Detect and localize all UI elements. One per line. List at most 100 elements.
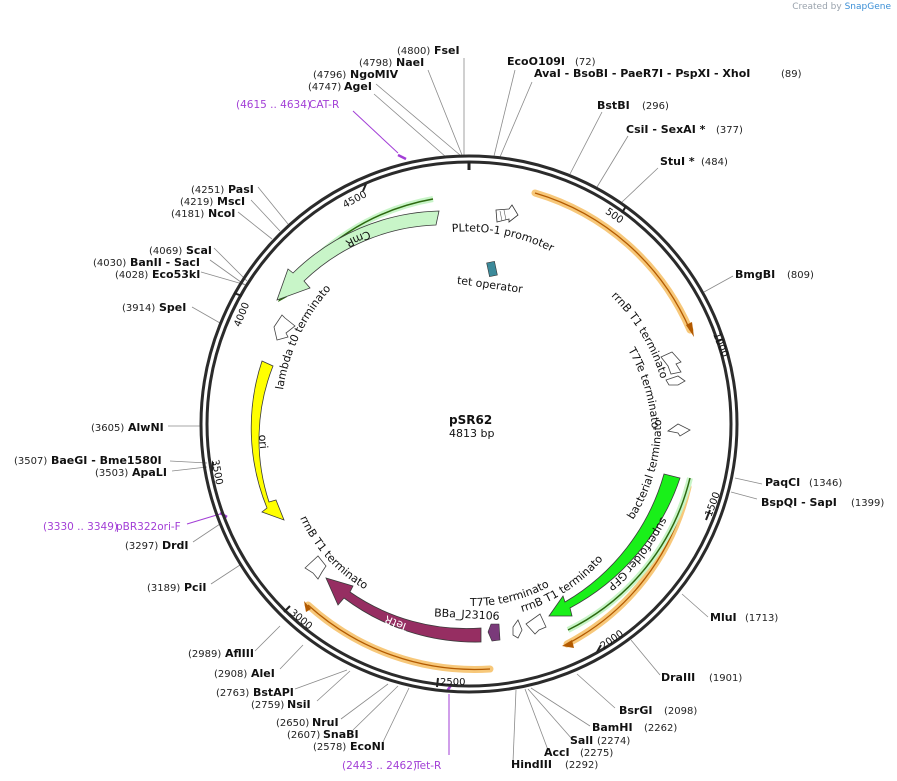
terminator-arrow-t7-top	[665, 375, 686, 386]
site-name: BsrGI	[619, 704, 652, 717]
site-name: BamHI	[592, 721, 633, 734]
site-pos: (296)	[642, 101, 669, 112]
tick-3500: 3500	[209, 459, 224, 486]
tick-2500: 2500	[440, 677, 465, 688]
site-pos: (2607)	[287, 730, 320, 741]
credit-prefix: Created by	[792, 2, 842, 12]
site-pos: (4796)	[313, 70, 346, 81]
feature-labels: PLtetO-1 promoter tet operator rrnB T1 t…	[0, 0, 671, 623]
svg-text:T7Te terminator: T7Te terminator	[0, 0, 551, 609]
site-pos: (2908)	[214, 669, 247, 680]
site-name: BmgBI	[735, 268, 775, 281]
site-pos: (3503)	[95, 468, 128, 479]
primer-name: Tet-R	[414, 760, 441, 772]
site-name: HindIII	[511, 758, 552, 771]
gfp-arrow	[548, 473, 681, 617]
site-name: BspQI - SapI	[761, 496, 837, 509]
site-pos: (1399)	[851, 498, 884, 509]
site-name: NaeI	[396, 56, 424, 69]
site-pos: (2578)	[313, 742, 346, 753]
site-pos: (2650)	[276, 718, 309, 729]
site-pos: (2292)	[565, 760, 598, 771]
tetr-arrow	[325, 577, 482, 643]
site-pos: (4798)	[359, 58, 392, 69]
site-name: NgoMIV	[350, 68, 399, 81]
site-name: NruI	[312, 716, 339, 729]
site-pos: (4747)	[308, 82, 341, 93]
primer-name: pBR322ori-F	[116, 521, 181, 533]
site-name: AflIII	[225, 647, 254, 660]
plasmid-length: 4813 bp	[449, 427, 494, 440]
ori-arrow	[250, 360, 285, 521]
site-name: PasI	[228, 183, 254, 196]
site-name: EcoO109I	[507, 55, 565, 68]
site-pos: (809)	[787, 270, 814, 281]
site-name: StuI *	[660, 155, 695, 168]
site-name: MluI	[710, 611, 737, 624]
site-pos: (1713)	[745, 613, 778, 624]
site-name: BstBI	[597, 99, 630, 112]
site-name: MscI	[217, 195, 245, 208]
site-name: BanII - SacI	[130, 256, 200, 269]
site-name: ScaI	[186, 244, 212, 257]
site-pos: (484)	[701, 157, 728, 168]
site-name: AvaI - BsoBI - PaeR7I - PspXI - XhoI	[534, 67, 750, 80]
primer-range: (3330 .. 3349)	[43, 521, 118, 533]
pltet-promoter-arrow	[495, 204, 519, 223]
site-pos: (3189)	[147, 583, 180, 594]
site-pos: (1901)	[709, 673, 742, 684]
site-name: EcoNI	[350, 740, 385, 753]
site-name: AgeI	[344, 80, 372, 93]
tick-1000: 1000	[710, 331, 730, 359]
terminator-arrow-bacterial	[667, 423, 691, 437]
snapgene-credit: Created by SnapGene	[792, 2, 891, 12]
site-name: ApaLI	[132, 466, 167, 479]
gfp-orf-arc	[566, 477, 693, 633]
site-pos: (89)	[781, 69, 802, 80]
site-pos: (2262)	[644, 723, 677, 734]
backbone	[199, 154, 739, 694]
plasmid-name: pSR62	[449, 413, 492, 427]
site-pos: (4219)	[180, 197, 213, 208]
feature-label-ori: ori	[256, 434, 270, 449]
credit-brand: SnapGene	[844, 2, 891, 12]
scale-ticks	[211, 183, 724, 688]
site-pos: (2274)	[597, 736, 630, 747]
primer-name: CAT-R	[309, 99, 339, 111]
site-name: PaqCI	[765, 476, 800, 489]
site-name: SnaBI	[323, 728, 359, 741]
site-name: BstAPI	[253, 686, 294, 699]
site-pos: (4030)	[93, 258, 126, 269]
primer-range: (4615 .. 4634)	[236, 99, 311, 111]
terminator-arrow-rrnb-top	[660, 351, 682, 375]
cmr-arrow	[276, 210, 440, 301]
site-pos: (72)	[575, 57, 596, 68]
svg-text:ori: ori	[256, 434, 270, 449]
site-pos: (377)	[716, 125, 743, 136]
site-name: DraIII	[661, 671, 695, 684]
site-pos: (2759)	[251, 700, 284, 711]
site-name: SalI	[570, 734, 593, 747]
site-pos: (3507)	[14, 456, 47, 467]
site-name: BaeGI - Bme1580I	[51, 454, 162, 467]
site-name: AccI	[544, 746, 570, 759]
site-pos: (2098)	[664, 706, 697, 717]
site-name: AleI	[251, 667, 275, 680]
site-name: CsiI - SexAI *	[626, 123, 706, 136]
terminator-arrow-lambda	[273, 314, 296, 341]
site-pos: (3297)	[125, 541, 158, 552]
feature-label-pltet: PLtetO-1 promoter	[451, 221, 556, 254]
primer-range: (2443 .. 2462)	[342, 760, 417, 772]
site-name: NsiI	[287, 698, 311, 711]
restriction-sites: (4800) FseI (4798) NaeI (4796) NgoMIV (4…	[14, 44, 884, 771]
site-pos: (3914)	[122, 303, 155, 314]
terminator-arrow-rrnb-bot	[525, 613, 547, 635]
leader-lines	[168, 58, 763, 763]
terminator-arrow-rrnb-left	[304, 555, 327, 580]
site-name: SpeI	[159, 301, 186, 314]
site-name: DrdI	[162, 539, 189, 552]
feature-shapes	[250, 204, 691, 643]
site-pos: (4069)	[149, 246, 182, 257]
site-name: AlwNI	[128, 421, 164, 434]
svg-text:PLtetO-1 promoter: PLtetO-1 promoter	[451, 221, 556, 254]
